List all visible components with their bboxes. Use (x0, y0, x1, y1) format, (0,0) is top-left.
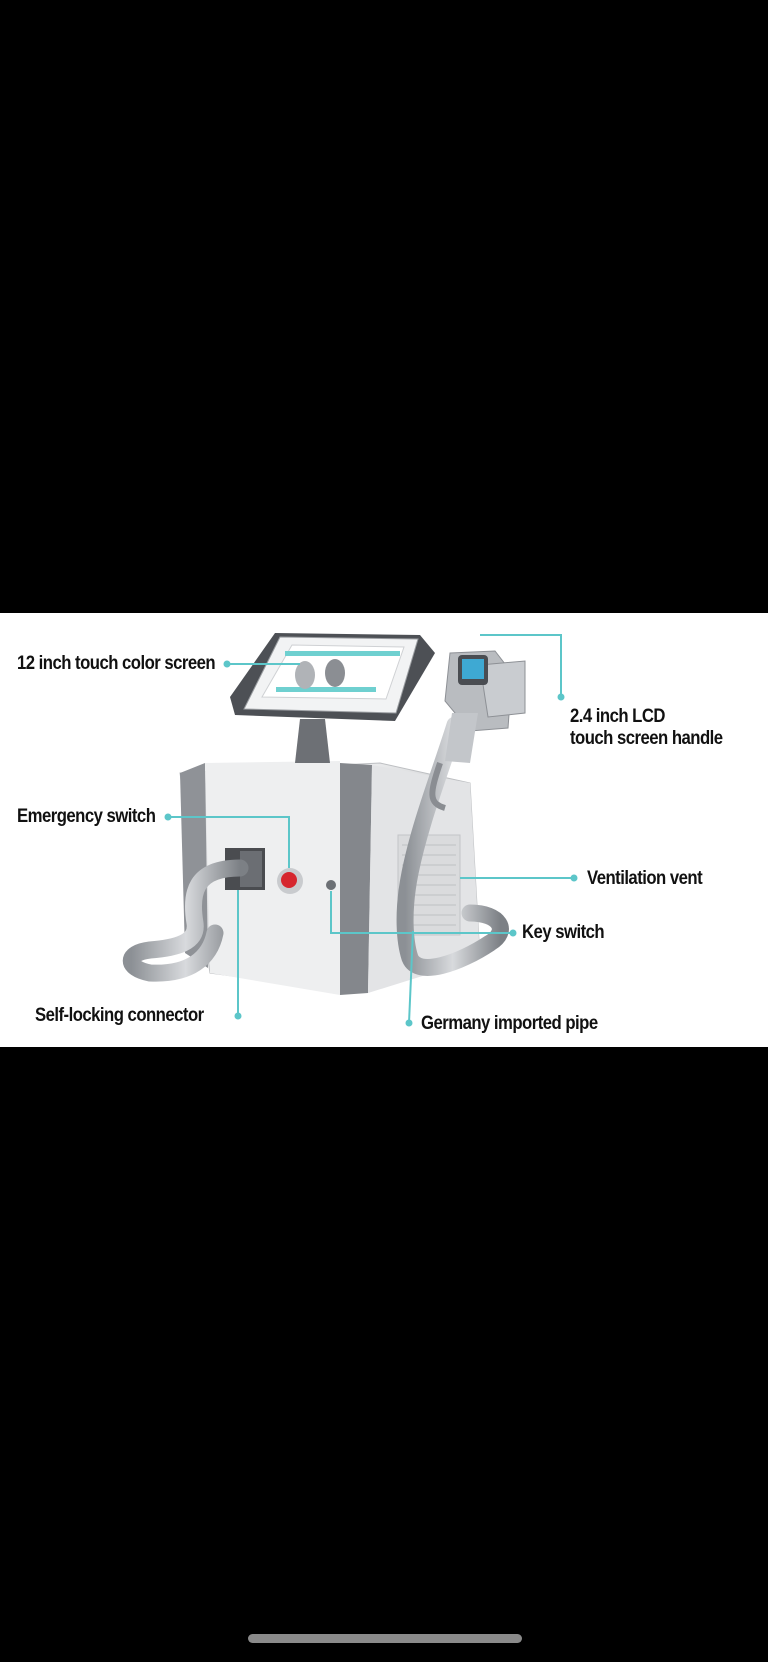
callout-connector-label: Self-locking connector (35, 1005, 204, 1026)
callout-dots (164, 660, 578, 1027)
callout-screen-label: 12 inch touch color screen (17, 653, 216, 674)
machine-illustration (122, 633, 578, 1027)
callout-lines (168, 634, 574, 1024)
front-pipe (122, 859, 249, 982)
callout-lcd-label-line1: 2.4 inch LCD (570, 706, 665, 727)
callout-vent-label: Ventilation vent (587, 868, 703, 889)
callout-key-label: Key switch (522, 922, 605, 943)
callout-emergency-label: Emergency switch (17, 806, 156, 827)
callout-pipe-label: Germany imported pipe (421, 1013, 598, 1034)
handpiece (444, 650, 526, 763)
handpiece-pipe (396, 716, 509, 976)
machine-body (179, 761, 481, 995)
product-image: 12 inch touch color screen 2.4 inch LCD … (0, 613, 768, 1047)
touch-screen (230, 633, 435, 763)
callout-lcd-label-line2: touch screen handle (570, 728, 723, 749)
home-indicator-bar[interactable] (248, 1634, 522, 1643)
